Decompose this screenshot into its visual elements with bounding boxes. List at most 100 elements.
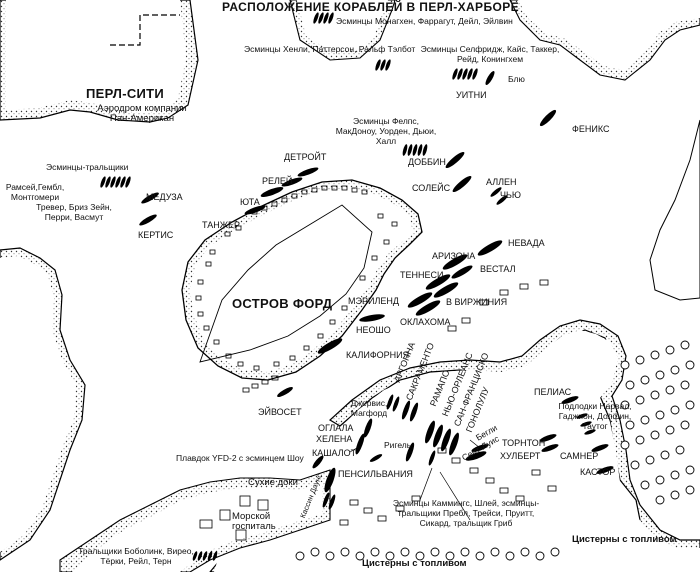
ship-oklahoma: [415, 300, 441, 316]
ship-sacramento: [409, 402, 419, 422]
label-california: КАЛИФОРНИЯ: [346, 350, 410, 360]
label-minesweepers: Эсминцы-тральщики: [46, 162, 129, 172]
label-raleigh: РЕЛЕЙ: [262, 176, 293, 186]
label-ford-island: ОСТРОВ ФОРД: [232, 296, 333, 311]
ship-jarvis: [386, 394, 394, 410]
buildings: [199, 279, 557, 541]
label-dry-docks: Сухие доки: [248, 477, 298, 488]
leader-lines: [349, 439, 481, 521]
ship-oglala: [363, 418, 373, 438]
label-thornton: ТОРНТОН: [502, 438, 546, 448]
ship-avocet: [277, 387, 293, 397]
label-phelps-group: Эсминцы Фелпс, МакДоноу, Уорден, Дьюи, Х…: [335, 116, 437, 146]
label-tangier: ТАНЖЕР: [202, 220, 241, 230]
ship-group-monaghan: [313, 12, 334, 24]
label-chew: ЧЬЮ: [500, 190, 521, 200]
ship-phoenix: [539, 109, 557, 127]
ship-ramapo: [425, 420, 435, 444]
ship-mugford: [392, 396, 400, 412]
label-allen: АЛЛЕН: [486, 177, 517, 187]
label-utah: ЮТА: [240, 197, 260, 207]
ship-pennsylvania: [324, 467, 336, 493]
label-fuel-tanks-east: Цистерны с топливом: [572, 534, 677, 545]
ship-tangier: [244, 205, 266, 215]
label-sumner: САМНЕР: [560, 451, 599, 461]
ship-medusa: [141, 192, 159, 204]
label-pearl-city: ПЕРЛ-СИТИ: [86, 86, 165, 101]
label-vestal: ВЕСТАЛ: [480, 264, 516, 274]
ship-vestal: [451, 265, 473, 279]
ship-group-selfridge: [452, 68, 478, 80]
ship-california: [317, 338, 343, 354]
fuel-tanks: [295, 340, 695, 561]
ship-rigel: [405, 442, 415, 462]
label-pelias: ПЕЛИАС: [534, 387, 572, 397]
ship-arizona: [442, 254, 468, 270]
ship-submarine-1: [576, 413, 588, 419]
label-oglala: ОГЛАЛА: [318, 423, 354, 433]
label-rigel: Ригель: [384, 440, 412, 450]
ship-blue: [485, 70, 495, 86]
label-neosho: НЕОШО: [356, 325, 391, 335]
label-blue: Блю: [508, 74, 525, 84]
ship-sumner: [591, 444, 609, 452]
ship-neosho: [359, 314, 385, 322]
ship-group-bobolink: [192, 551, 218, 561]
label-dobbin: ДОББИН: [408, 157, 446, 167]
label-arizona: АРИЗОНА: [432, 251, 476, 261]
ships: [100, 12, 614, 561]
ship-honolulu: [449, 432, 459, 456]
ship-helena: [355, 433, 365, 455]
ship-tennessee: [425, 274, 451, 290]
label-oklahoma: ОКЛАХОМА: [400, 317, 451, 327]
label-medusa: МЕДУЗА: [146, 192, 183, 202]
label-ramsay-group: Рамсей,Гембл, Монтгомери: [5, 182, 65, 202]
ship-dobbin: [445, 151, 465, 169]
label-jarvis-mugford: Джервис, Магфорд: [350, 398, 388, 418]
ship-group-phelps: [402, 144, 428, 156]
ship-hulbert: [541, 444, 559, 452]
label-castor: КАСТОР: [580, 467, 616, 477]
map-title: РАСПОЛОЖЕНИЕ КОРАБЛЕЙ В ПЕРЛ-ХАРБОРЕ: [222, 0, 520, 14]
ship-group-minesweepers: [100, 176, 131, 188]
ship-shaw: [312, 455, 324, 469]
left-shore: [0, 247, 86, 561]
ship-west-virginia: [433, 282, 459, 298]
label-avocet: ЭЙВОСЕТ: [258, 407, 302, 417]
label-naval-hospital: Морской госпиталь: [232, 511, 276, 532]
ship-curtiss: [139, 214, 157, 226]
label-west-virginia: В ВИРЖИНИЯ: [446, 297, 508, 307]
label-tennessee: ТЕННЕСИ: [400, 270, 444, 280]
label-hulbert: ХУЛБЕРТ: [500, 451, 541, 461]
ship-cummings: [428, 450, 436, 466]
ship-thornton: [539, 434, 557, 442]
ford-island: [181, 179, 423, 381]
label-whitney: УИТНИ: [456, 90, 487, 100]
ship-cassin: [322, 492, 330, 508]
ship-downes: [328, 494, 336, 510]
ship-argonne: [401, 400, 411, 420]
label-cachalot: КАШАЛОТ: [312, 448, 357, 458]
label-submarines: Подлодки Нарвал, Гаджион, Долфин, Таутог: [558, 401, 632, 431]
label-fuel-tanks-south: Цистерны с топливом: [362, 558, 467, 569]
ship-pelias: [561, 396, 579, 404]
upper-right-shore: [509, 0, 700, 301]
ship-allen: [490, 187, 502, 197]
ship-utah: [260, 187, 284, 197]
ship-detroit: [297, 167, 319, 177]
label-shaw-dock: Плавдок YFD-2 с эсминцем Шоу: [176, 453, 304, 463]
ship-castor: [596, 466, 614, 474]
ship-submarine-2: [580, 421, 592, 427]
label-pennsylvania: ПЕНСИЛЬВАНИЯ: [338, 469, 413, 479]
navy-yard-peninsula: [209, 319, 700, 572]
ship-chew: [496, 195, 508, 205]
ship-saint-louis: [465, 451, 487, 461]
label-henley-group: Эсминцы Хенли, Паттерсон, Ральф Тэлбот: [244, 44, 416, 54]
label-bobolink-group: Тральщики Боболинк, Вирео, Тёрки, Рейл, …: [78, 546, 194, 566]
ship-san-francisco: [441, 428, 451, 452]
label-airfield: Аэродром компании Пан-Американ: [97, 103, 187, 124]
ship-new-orleans: [433, 424, 443, 448]
label-phoenix: ФЕНИКС: [572, 124, 610, 134]
label-solace: СОЛЕЙС: [412, 183, 451, 193]
